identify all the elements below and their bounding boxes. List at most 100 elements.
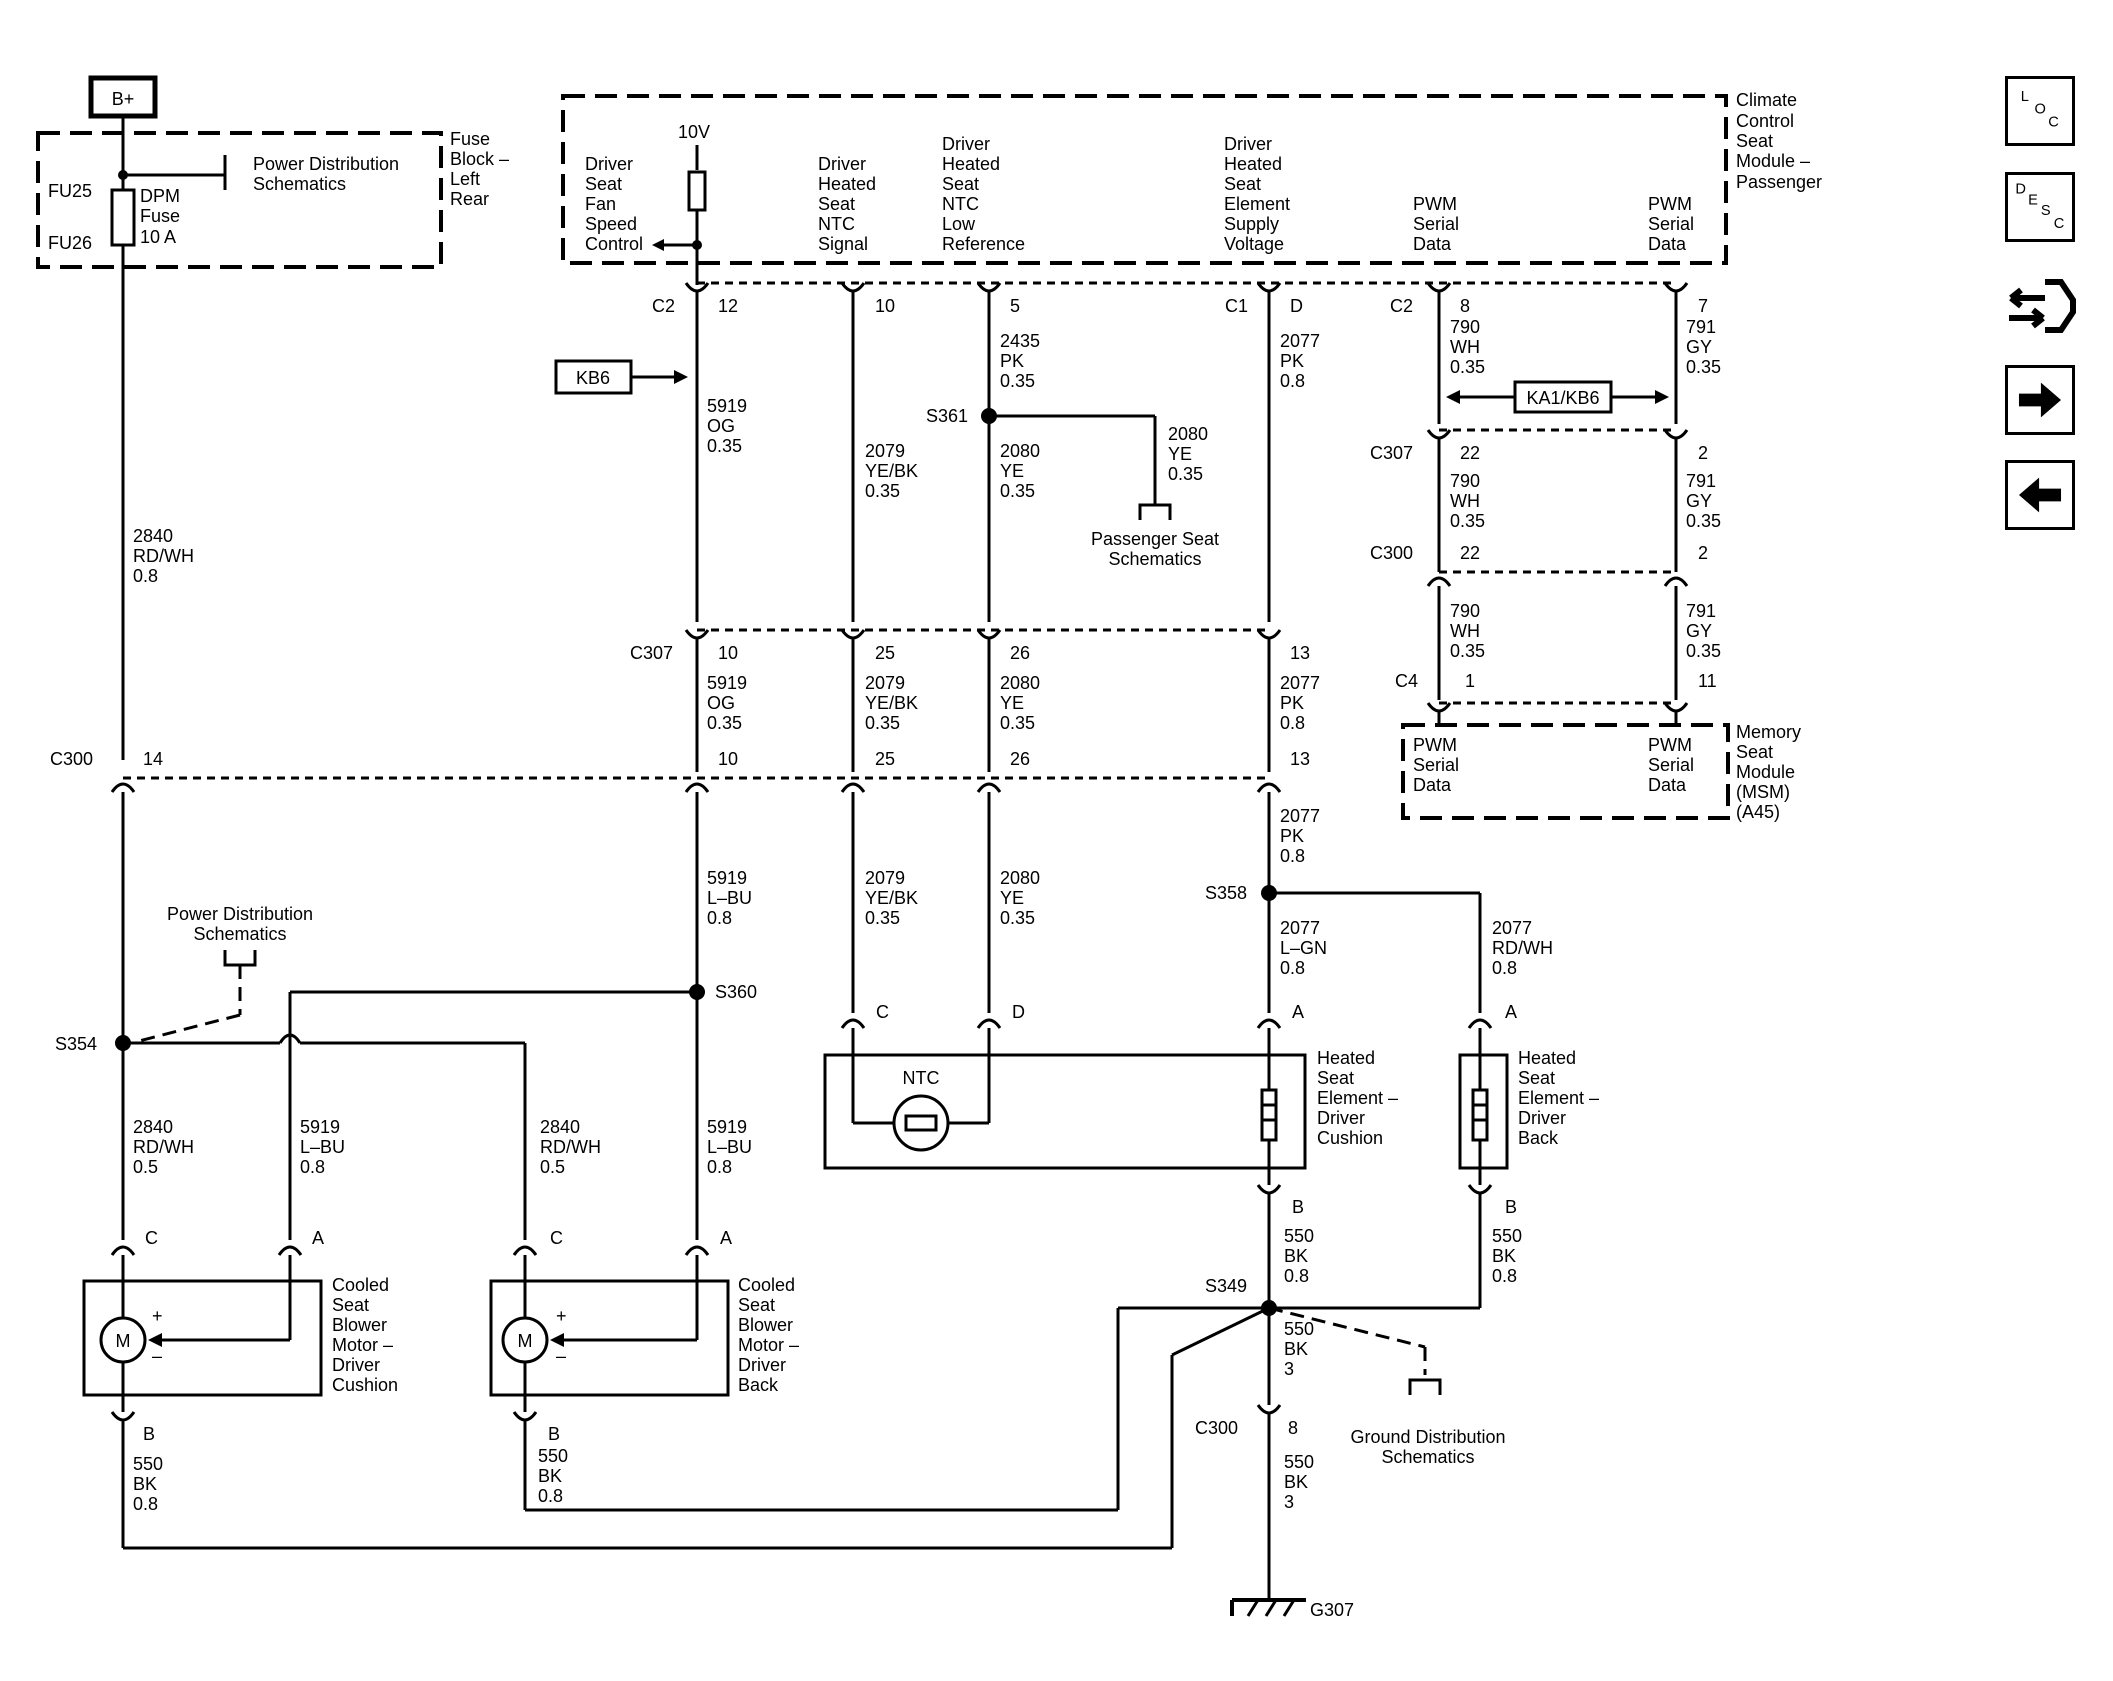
blower-cushion-pin-a: A xyxy=(312,1228,324,1248)
ntc-pin-c: C xyxy=(876,1002,889,1022)
ka1kb6-box xyxy=(1513,380,1613,414)
heater-back-icon xyxy=(1471,1088,1489,1142)
s360-label: S360 xyxy=(715,982,757,1002)
c300-label: C300 xyxy=(50,749,93,769)
pin-12: 12 xyxy=(718,296,738,316)
motor-cushion-m: M xyxy=(116,1331,131,1351)
next-button[interactable] xyxy=(2005,365,2075,435)
cushion-pin-a: A xyxy=(1292,1002,1304,1022)
blower-back-pin-c: C xyxy=(550,1228,563,1248)
s349-label: S349 xyxy=(1205,1276,1247,1296)
blower-cushion-pin-c: C xyxy=(145,1228,158,1248)
ka1kb6-label: KA1/KB6 xyxy=(1526,388,1599,408)
pin-10: 10 xyxy=(875,296,895,316)
cushion-pin-b: B xyxy=(1292,1197,1304,1217)
s358-label: S358 xyxy=(1205,883,1247,903)
loc-c: C xyxy=(2048,115,2059,131)
pin-2: 2 xyxy=(1698,443,1708,463)
ground-label: G307 xyxy=(1310,1600,1354,1620)
connector-swap-button[interactable] xyxy=(2005,272,2077,338)
loc-button[interactable]: L O C xyxy=(2005,76,2075,146)
desc-icon: D E S C xyxy=(2015,181,2065,232)
c2-label: C2 xyxy=(652,296,675,316)
pin-13: 13 xyxy=(1290,643,1310,663)
pin-26: 26 xyxy=(1010,643,1030,663)
pin-1: 1 xyxy=(1465,671,1475,691)
blower-back-box xyxy=(489,1279,730,1397)
pin-d: D xyxy=(1290,296,1303,316)
pin-7: 7 xyxy=(1698,296,1708,316)
pin-13b: 13 xyxy=(1290,749,1310,769)
desc-e: E xyxy=(2028,192,2038,208)
connector-swap-icon xyxy=(2009,279,2076,333)
pin-10b: 10 xyxy=(718,643,738,663)
ccsm-box xyxy=(561,94,1728,265)
fuse-symbol xyxy=(110,188,136,247)
heater-cushion-icon xyxy=(1260,1088,1278,1142)
pin-2b: 2 xyxy=(1698,543,1708,563)
desc-button[interactable]: D E S C xyxy=(2005,172,2075,242)
blower-cushion-box xyxy=(82,1279,323,1397)
s354-label: S354 xyxy=(55,1034,97,1054)
msm-box xyxy=(1401,723,1730,820)
ntc-pin-d: D xyxy=(1012,1002,1025,1022)
loc-o: O xyxy=(2035,102,2046,118)
fu25-label: FU25 xyxy=(48,181,92,201)
pin-22b: 22 xyxy=(1460,543,1480,563)
pin-26b: 26 xyxy=(1010,749,1030,769)
c2-right-label: C2 xyxy=(1390,296,1413,316)
kb6-label: KB6 xyxy=(576,368,610,388)
back-pin-b: B xyxy=(1505,1197,1517,1217)
motor-cushion-plus: + xyxy=(152,1306,163,1326)
pin-14: 14 xyxy=(143,749,163,769)
fuse-block xyxy=(36,131,443,269)
loc-l: L xyxy=(2021,89,2029,105)
desc-c: C xyxy=(2054,216,2065,232)
arrow-left-icon xyxy=(2018,477,2062,513)
c1-label: C1 xyxy=(1225,296,1248,316)
pin-22: 22 xyxy=(1460,443,1480,463)
blower-back-pin-a: A xyxy=(720,1228,732,1248)
c307-label: C307 xyxy=(630,643,673,663)
heated-back-box xyxy=(1458,1053,1509,1170)
c300-lower-label: C300 xyxy=(1195,1418,1238,1438)
motor-cushion-minus: – xyxy=(152,1346,162,1366)
motor-back-m: M xyxy=(518,1331,533,1351)
back-button[interactable] xyxy=(2005,460,2075,530)
motor-back-plus: + xyxy=(556,1306,567,1326)
pin-11: 11 xyxy=(1698,671,1717,691)
pin-5: 5 xyxy=(1010,296,1020,316)
